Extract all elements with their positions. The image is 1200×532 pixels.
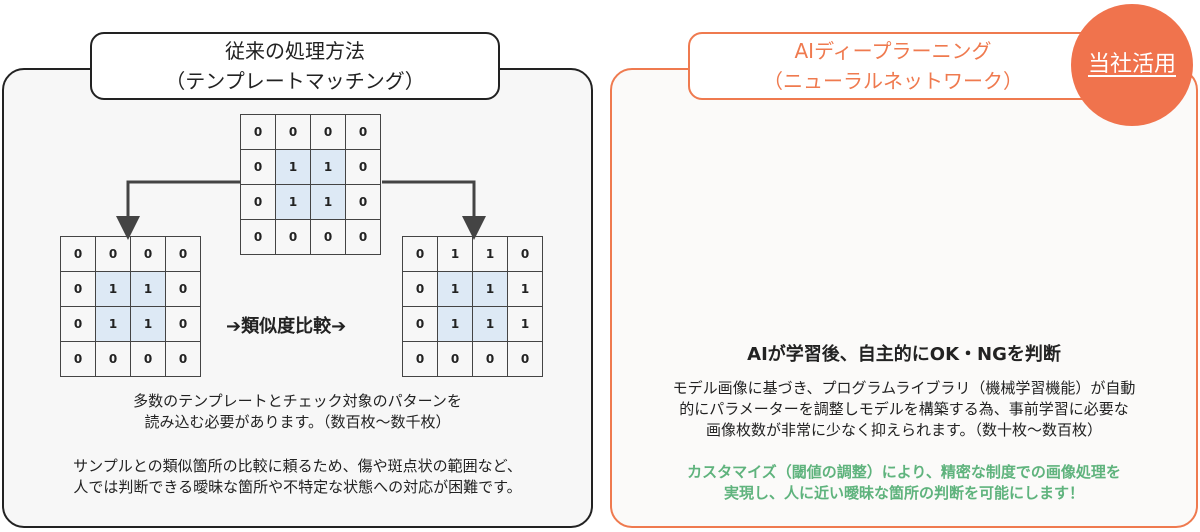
grid-cell: 0 <box>402 341 438 377</box>
grid-cell: 1 <box>310 184 346 220</box>
template-desc-1: 多数のテンプレートとチェック対象のパターンを 読み込む必要があります。（数百枚〜… <box>2 391 593 433</box>
grid-cell: 0 <box>402 306 438 342</box>
grid-cell: 1 <box>472 306 508 342</box>
grid-cell: 0 <box>345 184 381 220</box>
template-matching-title-line2: （テンプレートマッチング） <box>165 69 425 93</box>
deep-learning-title: AIディープラーニング （ニューラルネットワーク） <box>688 32 1098 100</box>
grid-cell: 0 <box>345 219 381 255</box>
ai-desc-line1: モデル画像に基づき、プログラムライブラリ（機械学習機能）が自動 <box>672 379 1136 397</box>
deep-learning-title-line2: （ニューラルネットワーク） <box>763 69 1023 93</box>
grid-cell: 1 <box>437 306 473 342</box>
ai-headline: AIが学習後、自主的にOK・NGを判断 <box>747 344 1061 365</box>
deep-learning-title-line1: AIディープラーニング <box>794 39 992 63</box>
grid-cell: 0 <box>165 341 201 377</box>
template-desc-1-line1: 多数のテンプレートとチェック対象のパターンを <box>133 392 462 410</box>
arrow-to-left-grid <box>116 180 240 240</box>
ai-desc-line2: 的にパラメーターを調整しモデルを構築する為、事前学習に必要な <box>679 400 1129 418</box>
template-matching-title-line1: 従来の処理方法 <box>225 39 365 63</box>
grid-cell: 0 <box>60 341 96 377</box>
grid-cell: 1 <box>95 271 131 307</box>
grid-cell: 0 <box>240 184 276 220</box>
ai-highlight-line1: カスタマイズ（閾値の調整）により、精密な制度での画像処理を <box>687 463 1121 481</box>
grid-cell: 1 <box>275 184 311 220</box>
grid-cell: 0 <box>95 341 131 377</box>
grid-cell: 0 <box>507 236 543 272</box>
grid-cell: 0 <box>345 114 381 150</box>
template-matching-title: 従来の処理方法 （テンプレートマッチング） <box>90 32 500 100</box>
grid-cell: 0 <box>345 149 381 185</box>
grid-cell: 0 <box>240 149 276 185</box>
grid-cell: 0 <box>60 271 96 307</box>
grid-cell: 1 <box>275 149 311 185</box>
grid-cell: 0 <box>402 271 438 307</box>
grid-cell: 0 <box>275 219 311 255</box>
company-use-badge-label: 当社活用 <box>1087 52 1176 77</box>
template-desc-2-line2: 人では判断できる曖昧な箇所や不特定な状態への対応が困難です。 <box>73 478 522 496</box>
grid-cell: 0 <box>165 236 201 272</box>
ai-highlight: カスタマイズ（閾値の調整）により、精密な制度での画像処理を 実現し、人に近い曖昧… <box>610 462 1198 504</box>
grid-cell: 0 <box>310 219 346 255</box>
grid-cell: 1 <box>130 306 166 342</box>
grid-cell: 1 <box>95 306 131 342</box>
grid-cell: 0 <box>130 341 166 377</box>
template-desc-1-line2: 読み込む必要があります。（数百枚〜数千枚） <box>144 413 451 431</box>
grid-cell: 0 <box>165 306 201 342</box>
similarity-compare-label: ➔類似度比較➔ <box>226 316 347 337</box>
deep-learning-panel <box>610 68 1198 528</box>
company-use-badge: 当社活用 <box>1071 4 1193 126</box>
grid-cell: 1 <box>130 271 166 307</box>
grid-cell: 1 <box>472 271 508 307</box>
grid-cell: 0 <box>130 236 166 272</box>
template-desc-2-line1: サンプルとの類似箇所の比較に頼るため、傷や斑点状の範囲など、 <box>73 457 522 475</box>
grid-cell: 1 <box>507 271 543 307</box>
grid-cell: 0 <box>507 341 543 377</box>
ai-desc: モデル画像に基づき、プログラムライブラリ（機械学習機能）が自動 的にパラメーター… <box>610 378 1198 441</box>
grid-cell: 0 <box>402 236 438 272</box>
template-desc-2: サンプルとの類似箇所の比較に頼るため、傷や斑点状の範囲など、 人では判断できる曖… <box>2 456 593 498</box>
grid-cell: 1 <box>437 236 473 272</box>
ai-highlight-line2: 実現し、人に近い曖昧な箇所の判断を可能にします！ <box>723 484 1084 502</box>
arrow-to-right-grid <box>382 180 486 240</box>
grid-cell: 0 <box>472 341 508 377</box>
ai-desc-line3: 画像枚数が非常に少なく抑えられます。（数十枚〜数百枚） <box>705 421 1102 439</box>
